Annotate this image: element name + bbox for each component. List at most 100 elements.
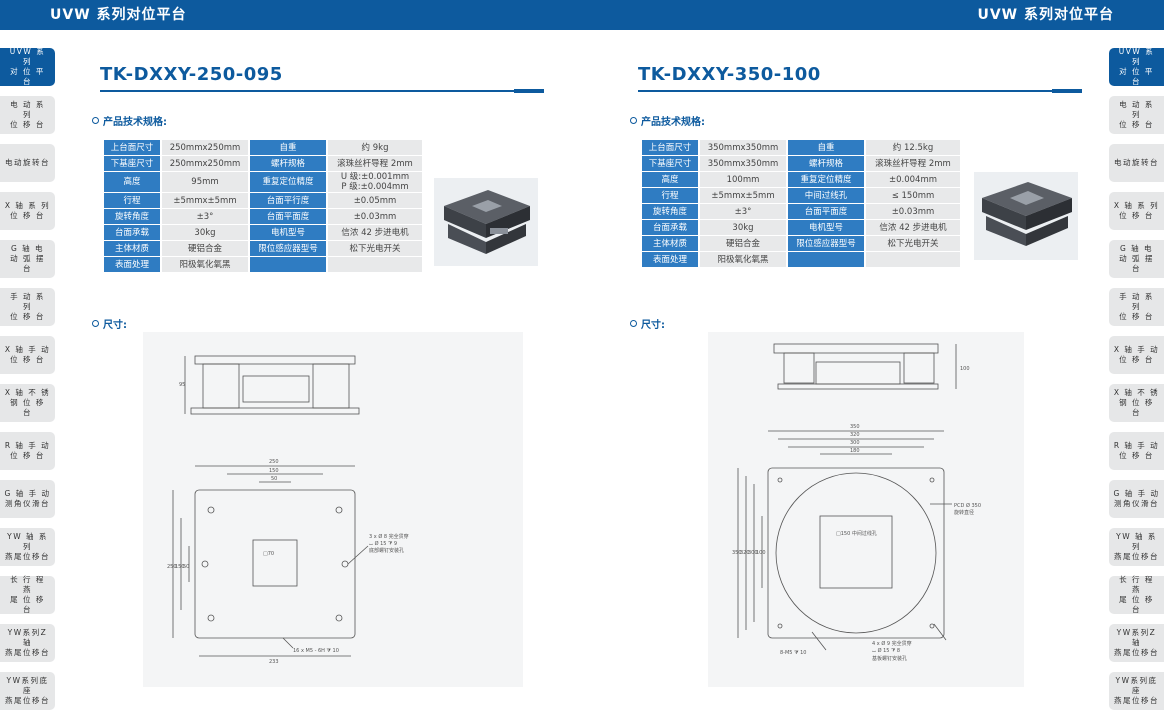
sidebar-item[interactable]: 电 动 系 列 位 移 台	[0, 96, 55, 134]
spec-key: 台面承载	[104, 225, 160, 240]
spec-value: 约 9kg	[328, 140, 422, 155]
spec-value: U 级:±0.001mm P 级:±0.004mm	[328, 172, 422, 192]
spec-key: 台面平行度	[250, 193, 326, 208]
sidebar-item[interactable]: 手 动 系 列 位 移 台	[0, 288, 55, 326]
sidebar-item[interactable]: X 轴 手 动 位 移 台	[0, 336, 55, 374]
sidebar-item[interactable]: YW系列Z轴 燕尾位移台	[0, 624, 55, 662]
spec-key: 电机型号	[250, 225, 326, 240]
sidebar-item[interactable]: UVW 系 列 对 位 平 台	[1109, 47, 1164, 86]
spec-value: 350mmx350mm	[700, 140, 786, 155]
spec-row: 表面处理阳极氧化氧黑	[104, 257, 422, 272]
model-title: TK-DXXY-350-100	[638, 64, 821, 85]
spec-key: 台面承载	[642, 220, 698, 235]
spec-heading: 产品技术规格:	[92, 113, 167, 128]
dim-h50: 50	[183, 564, 189, 570]
pcd-line2: 旋转直径	[954, 509, 974, 516]
spec-value: ±0.03mm	[328, 209, 422, 224]
sidebar-item[interactable]: G 轴 电 动 弧 摆 台	[0, 240, 55, 278]
spec-key: 螺杆规格	[250, 156, 326, 171]
dim-h300: 300	[748, 550, 758, 556]
note-bottom: 16 x M5 - 6H ⧩ 10	[293, 648, 339, 654]
spec-value	[328, 257, 422, 272]
spec-value: ±3°	[700, 204, 786, 219]
spec-value: 30kg	[162, 225, 248, 240]
sidebar-item[interactable]: YW系列Z轴 燕尾位移台	[1109, 624, 1164, 662]
sidebar-item[interactable]: 电动旋转台	[1109, 144, 1164, 182]
note-line1: 4 x Ø 9 完全贯穿	[872, 640, 912, 647]
note-line2: ⌴ Ø 15 ⧩ 9	[369, 540, 397, 547]
dimension-drawing: 95 250 150 50 233 250 150 50 □70 3 x Ø 8…	[143, 332, 523, 687]
sidebar-item[interactable]: G 轴 手 动 测角仪滑台	[0, 480, 55, 518]
spec-value: 硬铝合金	[162, 241, 248, 256]
spec-value: ±0.03mm	[866, 204, 960, 219]
spec-value: 阳极氧化氧黑	[162, 257, 248, 272]
spec-row: 主体材质硬铝合金限位感应器型号松下光电开关	[642, 236, 960, 251]
note-line2: ⌴ Ø 15 ⧩ 8	[872, 647, 900, 654]
sidebar-item[interactable]: X 轴 系 列 位 移 台	[0, 192, 55, 230]
spec-value: 30kg	[700, 220, 786, 235]
spec-key: 行程	[642, 188, 698, 203]
dim-w250: 250	[269, 459, 279, 465]
spec-value: ≤ 150mm	[866, 188, 960, 203]
spec-row: 主体材质硬铝合金限位感应器型号松下光电开关	[104, 241, 422, 256]
spec-value: 95mm	[162, 172, 248, 192]
spec-key: 电机型号	[788, 220, 864, 235]
sidebar-item[interactable]: R 轴 手 动 位 移 台	[0, 432, 55, 470]
spec-key: 主体材质	[104, 241, 160, 256]
spec-key	[788, 252, 864, 267]
spec-key: 自重	[788, 140, 864, 155]
sidebar-item[interactable]: 手 动 系 列 位 移 台	[1109, 288, 1164, 326]
sidebar-item[interactable]: 长 行 程 燕 尾 位 移 台	[0, 575, 55, 614]
dim-center: □70	[263, 551, 274, 557]
dimension-heading-text: 尺寸:	[641, 320, 665, 331]
dim-h100: 100	[756, 550, 766, 556]
sidebar-item[interactable]: 电动旋转台	[0, 144, 55, 182]
spec-key: 重复定位精度	[788, 172, 864, 187]
sidebar-item[interactable]: 长 行 程 燕 尾 位 移 台	[1109, 575, 1164, 614]
spec-key: 行程	[104, 193, 160, 208]
spec-value: 信浓 42 步进电机	[328, 225, 422, 240]
dim-h150: 150	[175, 564, 185, 570]
spec-key: 台面平面度	[250, 209, 326, 224]
spec-key: 上台面尺寸	[104, 140, 160, 155]
sidebar-item[interactable]: X 轴 不 锈 钢 位 移 台	[0, 384, 55, 422]
m5-note: 8-M5 ⧩ 10	[780, 650, 806, 656]
header-bar: UVW 系列对位平台 UVW 系列对位平台	[0, 0, 1164, 30]
spec-heading-text: 产品技术规格:	[103, 117, 167, 128]
right-sidebar: UVW 系 列 对 位 平 台电 动 系 列 位 移 台电动旋转台 X 轴 系 列…	[1109, 47, 1164, 720]
bullet-icon	[630, 117, 637, 124]
spec-key: 旋转角度	[104, 209, 160, 224]
sidebar-item[interactable]: G 轴 手 动 测角仪滑台	[1109, 480, 1164, 518]
product-photo	[974, 172, 1078, 260]
dimension-drawing: 100 350 320 300 180 350 320 300 100 □150…	[708, 332, 1024, 687]
sidebar-item[interactable]: UVW 系 列 对 位 平 台	[0, 47, 55, 86]
sidebar-item[interactable]: R 轴 手 动 位 移 台	[1109, 432, 1164, 470]
sidebar-item[interactable]: G 轴 电 动 弧 摆 台	[1109, 240, 1164, 278]
dim-height: 100	[960, 366, 970, 372]
spec-value: 100mm	[700, 172, 786, 187]
sidebar-item[interactable]: X 轴 手 动 位 移 台	[1109, 336, 1164, 374]
sidebar-item[interactable]: X 轴 系 列 位 移 台	[1109, 192, 1164, 230]
sidebar-item[interactable]: YW 轴 系 列 燕尾位移台	[0, 528, 55, 566]
bullet-icon	[92, 117, 99, 124]
sidebar-item[interactable]: X 轴 不 锈 钢 位 移 台	[1109, 384, 1164, 422]
sidebar-item[interactable]: 电 动 系 列 位 移 台	[1109, 96, 1164, 134]
sidebar-item[interactable]: YW系列底座 燕尾位移台	[0, 672, 55, 710]
spec-value: 信浓 42 步进电机	[866, 220, 960, 235]
dim-h250: 250	[167, 564, 177, 570]
spec-value: ±5mmx±5mm	[700, 188, 786, 203]
dim-w350: 350	[850, 424, 860, 430]
header-title-left: UVW 系列对位平台	[50, 7, 187, 23]
dim-center: □150 中间过线孔	[836, 530, 877, 537]
dim-w320: 320	[850, 432, 860, 438]
sidebar-item[interactable]: YW 轴 系 列 燕尾位移台	[1109, 528, 1164, 566]
sidebar-item[interactable]: YW系列底座 燕尾位移台	[1109, 672, 1164, 710]
